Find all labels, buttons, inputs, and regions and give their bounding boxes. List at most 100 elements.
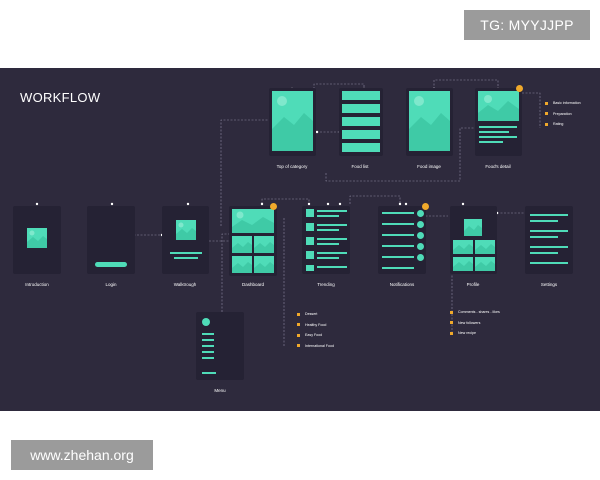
image-placeholder-icon [232, 209, 274, 233]
screen-profile[interactable] [450, 206, 497, 274]
text-line [382, 212, 414, 214]
text-line [382, 245, 414, 247]
badge-icon [422, 203, 429, 210]
legend-item: Rating [545, 119, 581, 130]
screen-login[interactable] [87, 206, 135, 274]
list-row [342, 91, 380, 100]
screen-label: Food's detail [485, 164, 511, 169]
badge-icon [270, 203, 277, 210]
image-placeholder-icon [453, 257, 473, 271]
screen-label: Top of category [276, 164, 308, 169]
image-placeholder-icon [475, 240, 495, 254]
text-line [174, 257, 198, 259]
screen-food-list[interactable] [339, 88, 383, 156]
menu-line [202, 351, 214, 353]
list-row [342, 130, 380, 139]
screen-label: Notifications [389, 282, 415, 287]
notification-dot [417, 232, 424, 239]
screen-introduction[interactable] [13, 206, 61, 274]
avatar [202, 318, 210, 326]
screen-top-of-category[interactable] [269, 88, 316, 156]
screen-label: Trending [317, 282, 335, 287]
badge-icon [516, 85, 523, 92]
screen-label: Profile [466, 282, 480, 287]
text-line [479, 136, 517, 138]
menu-line [202, 345, 214, 347]
thumb [306, 223, 314, 231]
thumb [306, 265, 314, 271]
text-line [530, 252, 558, 254]
legend-item: New recipe [450, 328, 500, 339]
screen-label: Food image [417, 164, 441, 169]
image-placeholder-icon [232, 256, 252, 273]
legend-item: International Food [297, 341, 334, 352]
text-line [317, 257, 339, 259]
image-placeholder-icon [232, 236, 252, 253]
notification-dot [417, 243, 424, 250]
menu-line [202, 357, 214, 359]
screen-dashboard[interactable] [229, 206, 277, 276]
text-line [382, 223, 414, 225]
screen-food-detail[interactable] [475, 88, 522, 156]
image-placeholder-icon [453, 240, 473, 254]
thumb [306, 209, 314, 217]
text-line [317, 252, 347, 254]
text-line [170, 252, 202, 254]
text-line [317, 266, 347, 268]
legend-item: Comments - shares - likes [450, 307, 500, 318]
screen-settings[interactable] [525, 206, 573, 274]
text-line [382, 256, 414, 258]
text-line [530, 246, 568, 248]
watermark-site: www.zhehan.org [11, 440, 153, 470]
text-line [317, 238, 347, 240]
image-placeholder-icon [254, 236, 274, 253]
thumb [306, 251, 314, 259]
screen-label: Food list [351, 164, 369, 169]
menu-line [202, 333, 214, 335]
image-placeholder-icon [176, 220, 196, 240]
text-line [479, 141, 503, 143]
login-button[interactable] [95, 262, 127, 267]
text-line [530, 236, 558, 238]
text-line [317, 210, 347, 212]
screen-food-image[interactable] [406, 88, 453, 156]
text-line [317, 215, 339, 217]
text-line [479, 131, 509, 133]
legend-item: Dessert [297, 309, 334, 320]
list-row [342, 117, 380, 126]
notification-dot [417, 221, 424, 228]
list-row [342, 104, 380, 113]
image-placeholder-icon [475, 257, 495, 271]
thumb [306, 237, 314, 245]
screen-label: Introduction [25, 282, 49, 287]
screen-notifications[interactable] [378, 206, 426, 274]
text-line [382, 234, 414, 236]
legend-item: Preparation [545, 109, 581, 120]
image-placeholder-icon [478, 91, 519, 121]
image-placeholder-icon [272, 91, 313, 151]
text-line [382, 267, 414, 269]
notification-dot [417, 254, 424, 261]
text-line [479, 126, 517, 128]
text-line [530, 230, 568, 232]
profile-notification-list: Comments - shares - likes New followers … [450, 307, 500, 339]
board-title: WORKFLOW [20, 90, 101, 105]
watermark-tag: TG: MYYJJPP [464, 10, 590, 40]
dashboard-category-list: Dessert Healthy Food Easy Food Internati… [297, 309, 334, 351]
legend-item: New followers [450, 318, 500, 329]
legend-item: Easy Food [297, 330, 334, 341]
legend-item: Healthy Food [297, 320, 334, 331]
image-placeholder-icon [27, 228, 47, 248]
flow-connectors [35, 79, 541, 347]
screen-label: Menu [214, 388, 226, 393]
screen-label: Login [105, 282, 117, 287]
text-line [530, 262, 568, 264]
screen-walkthrough[interactable] [162, 206, 209, 274]
screen-trending[interactable] [302, 206, 350, 274]
text-line [317, 224, 347, 226]
legend-item: Basic information [545, 98, 581, 109]
list-row [342, 143, 380, 152]
notification-dot [417, 210, 424, 217]
screen-menu[interactable] [196, 312, 244, 380]
menu-line [202, 372, 216, 374]
